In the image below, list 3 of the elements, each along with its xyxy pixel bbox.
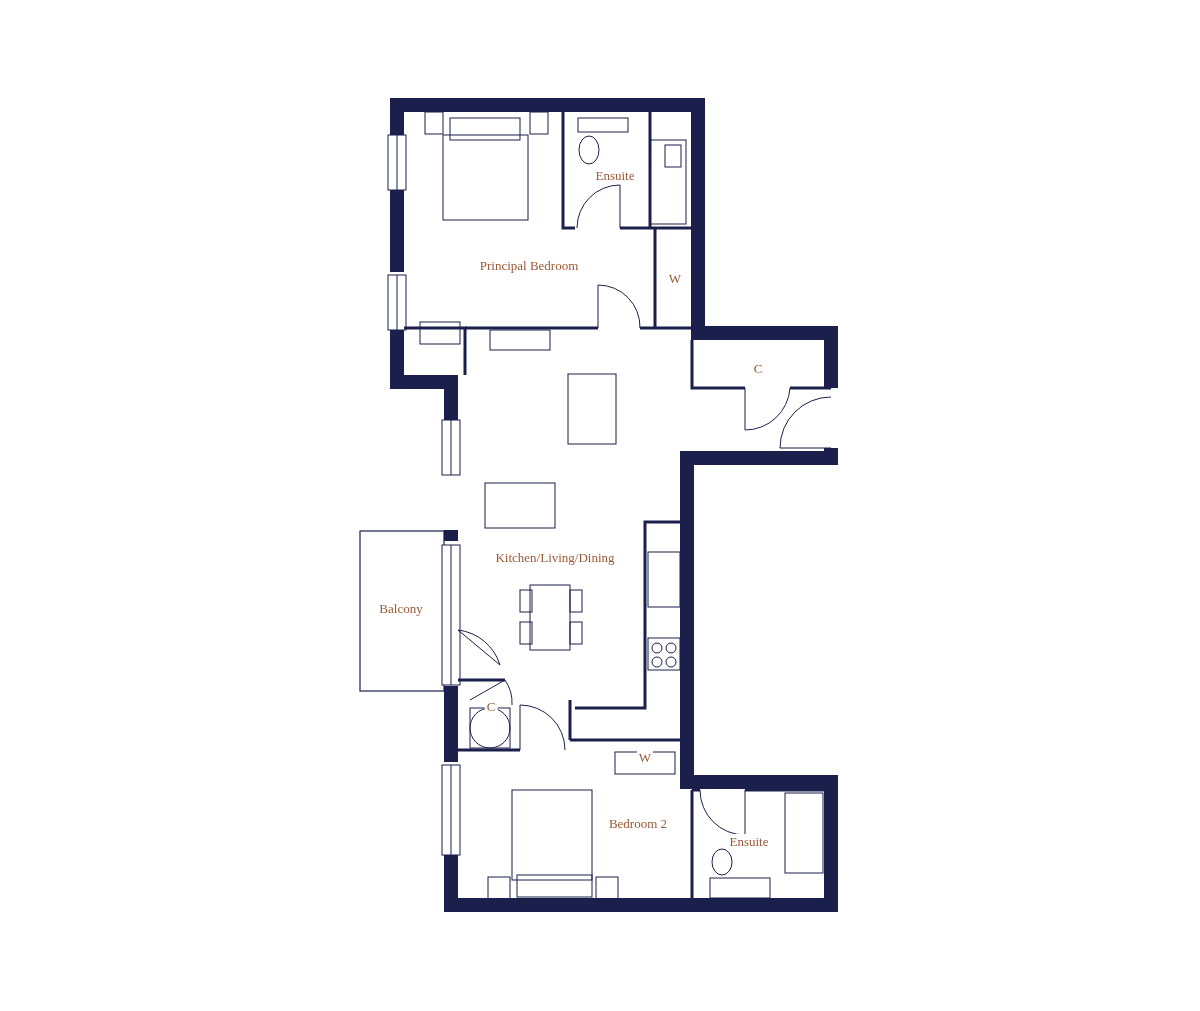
room-label: Kitchen/Living/Dining bbox=[493, 550, 617, 566]
room-label: Principal Bedroom bbox=[477, 258, 581, 274]
room-label: Balcony bbox=[377, 601, 425, 617]
